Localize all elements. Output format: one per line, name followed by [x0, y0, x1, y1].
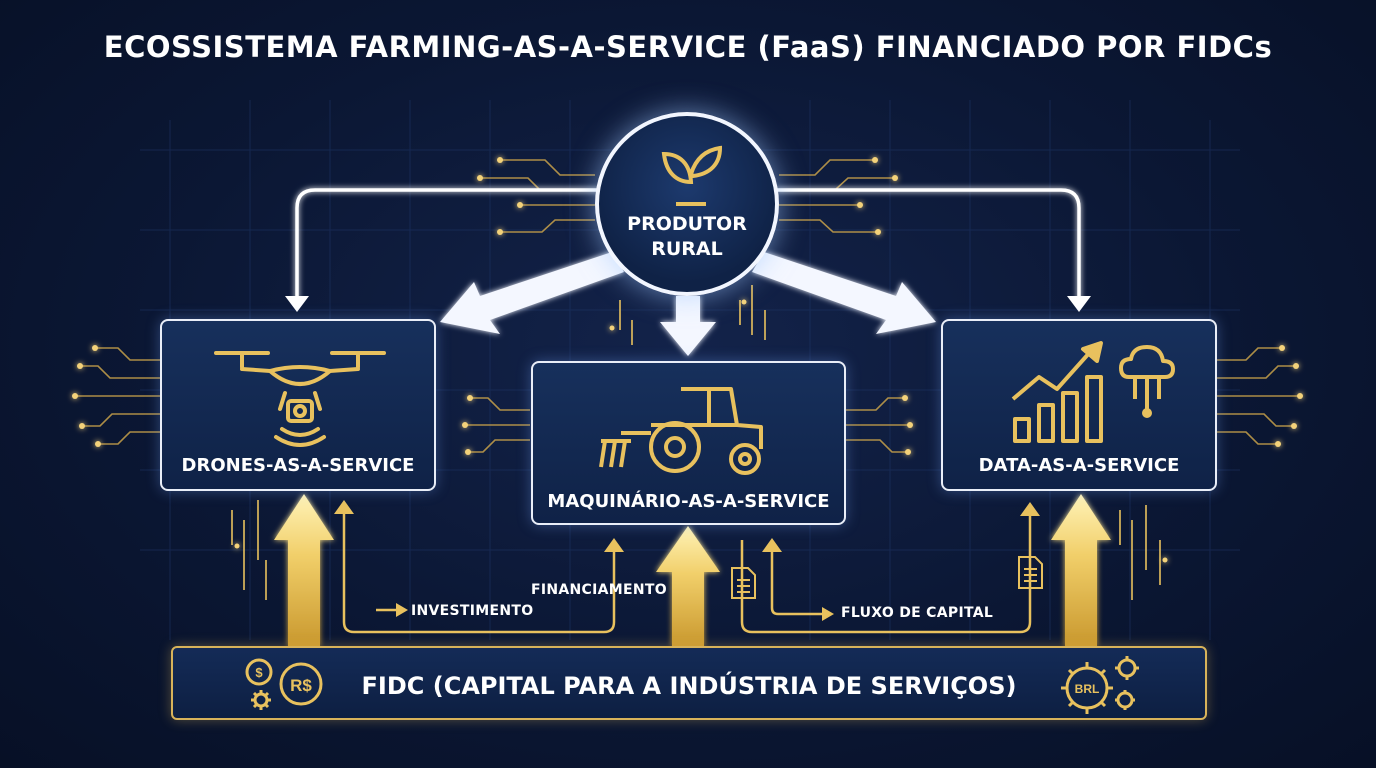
gear-icon: [251, 690, 271, 710]
chart-cloud-icon: [1011, 341, 1175, 443]
coin-text-real: R$: [290, 676, 312, 695]
card-label-maquinario: MAQUINÁRIO-AS-A-SERVICE: [547, 491, 830, 512]
coins-gear-icon-group: $ R$: [245, 658, 323, 710]
coin-text-dollar: $: [255, 665, 263, 680]
card-label-data: DATA-AS-A-SERVICE: [978, 455, 1180, 476]
card-drones-as-a-service: DRONES-AS-A-SERVICE: [160, 319, 436, 491]
fidc-label: FIDC (CAPITAL PARA A INDÚSTRIA DE SERVIÇ…: [361, 672, 1017, 700]
connector-arrowheads: [285, 296, 1091, 312]
hub-label-line2: RURAL: [651, 238, 723, 260]
hub-connectors: [295, 188, 1081, 300]
document-icon: [1018, 556, 1043, 589]
real-coin-icon: [279, 662, 323, 706]
flow-label-fluxo-capital: FLUXO DE CAPITAL: [841, 605, 994, 621]
gold-flow-arrowheads: [334, 500, 1040, 621]
brl-gears-icon-group: BRL: [1061, 656, 1139, 714]
dollar-coin-icon: [245, 658, 273, 686]
page-title: ECOSSISTEMA FARMING-AS-A-SERVICE (FaaS) …: [103, 30, 1273, 64]
flow-label-financiamento: FINANCIAMENTO: [531, 582, 667, 598]
brl-gear-icon: [1061, 662, 1113, 714]
tractor-icon: [599, 387, 763, 475]
coin-text-brl: BRL: [1075, 682, 1100, 696]
card-label-drones: DRONES-AS-A-SERVICE: [181, 455, 415, 476]
capital-arrows: [274, 494, 1111, 646]
gear-icon: [1115, 656, 1139, 710]
hub-label-line1: PRODUTOR: [627, 213, 747, 235]
gold-flow-lines: [342, 510, 1032, 634]
document-icon: [731, 567, 756, 599]
hub-produtor-rural: PRODUTOR RURAL: [595, 112, 779, 296]
hub-arrows: [440, 252, 936, 356]
sparkle-dashes: [231, 285, 1161, 600]
card-data-as-a-service: DATA-AS-A-SERVICE: [941, 319, 1217, 491]
hub-label: PRODUTOR RURAL: [599, 212, 775, 262]
drone-icon: [214, 351, 386, 447]
card-maquinario-as-a-service: MAQUINÁRIO-AS-A-SERVICE: [531, 361, 846, 525]
circuit-nodes: [72, 157, 1303, 455]
fidc-bar: $ R$ FIDC (CAPITAL PARA A INDÚSTRIA DE S…: [171, 646, 1207, 720]
sprout-icon: [661, 145, 723, 206]
flow-label-investimento: INVESTIMENTO: [411, 603, 534, 619]
circuit-traces: [75, 159, 1300, 453]
